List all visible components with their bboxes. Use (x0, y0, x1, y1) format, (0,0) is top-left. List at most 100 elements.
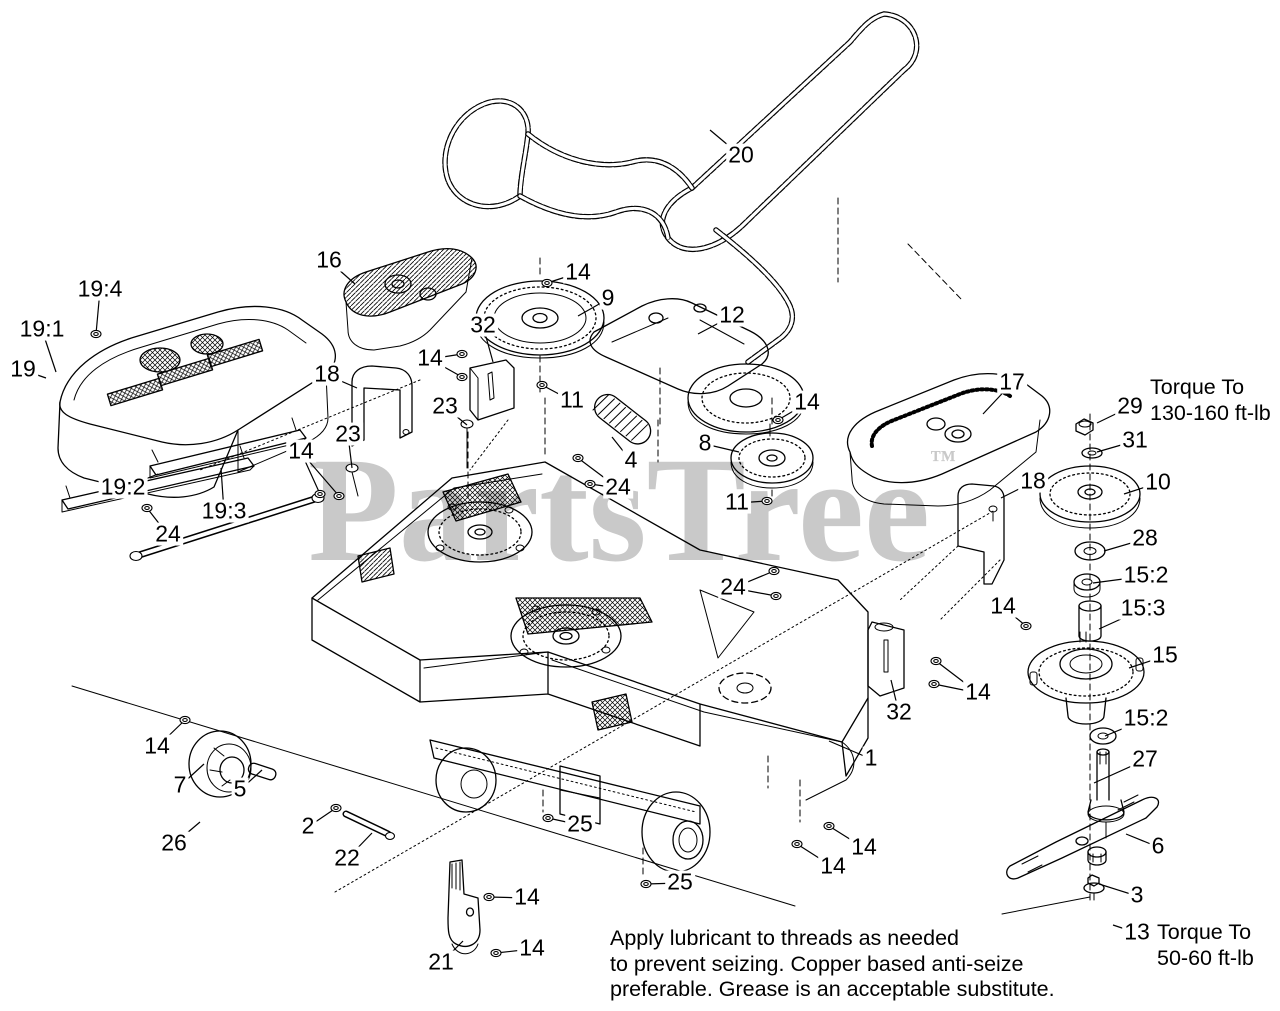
part-callout-24: 24 (153, 520, 183, 547)
part-callout-15: 15 (1150, 641, 1180, 668)
fastener-icon (317, 491, 323, 497)
part-callout-15-2: 15:2 (1121, 561, 1171, 588)
torque-note-low-line2: 50-60 ft-lb (1157, 945, 1254, 970)
nut-29 (1075, 418, 1094, 436)
bracket-21 (447, 859, 481, 955)
deck-gusset (699, 589, 755, 659)
part-callout-5: 5 (231, 775, 249, 802)
fastener-icon (93, 331, 99, 337)
part-callout-14: 14 (849, 833, 879, 860)
washer-15-2b (1089, 727, 1117, 745)
part-callout-13: 13 (1122, 918, 1152, 945)
spindle-housing-15 (1027, 631, 1145, 725)
lubricant-note-line3: preferable. Grease is an acceptable subs… (610, 977, 1055, 1001)
lubricant-note-line1: Apply lubricant to threads as needed (610, 926, 960, 950)
part-callout-24: 24 (718, 573, 748, 600)
part-callout-27: 27 (1130, 745, 1160, 772)
part-callout-7: 7 (171, 771, 189, 798)
spring-4 (592, 393, 652, 445)
cover-fan-vent (190, 333, 224, 355)
fastener-icon (545, 815, 551, 821)
fastener-icon (773, 593, 779, 599)
fastener-icon (144, 505, 150, 511)
fastener-icon (539, 382, 545, 388)
part-callout-23: 23 (333, 420, 363, 447)
lubricant-note-leader (1001, 896, 1091, 915)
fastener-icon (771, 568, 777, 574)
deck-mount-block (559, 765, 601, 825)
part-callout-14: 14 (963, 678, 993, 705)
spindle-opening-left (427, 501, 533, 563)
spindle-opening-right (718, 672, 772, 704)
deck-cover-19 (57, 305, 336, 513)
spindle-cover-17 (846, 372, 1051, 507)
cover-fan-vent (139, 347, 181, 373)
torque-note-high-line2: 130-160 ft-lb (1150, 400, 1271, 425)
part-callout-26: 26 (159, 829, 189, 856)
part-callout-32: 32 (468, 311, 498, 338)
blade-6 (1006, 794, 1160, 880)
part-callout-28: 28 (1130, 524, 1160, 551)
fastener-icon (459, 374, 465, 380)
part-callout-14: 14 (988, 592, 1018, 619)
part-callout-12: 12 (717, 301, 747, 328)
rod-22 (342, 810, 396, 841)
part-callout-16: 16 (314, 246, 344, 273)
watermark: PartsTree ™ (308, 427, 956, 593)
part-callout-23: 23 (430, 392, 460, 419)
torque-note-low-line1: Torque To (1157, 920, 1252, 944)
deck-roller-left (435, 747, 497, 813)
part-callout-19-4: 19:4 (75, 275, 125, 302)
deck-decal (591, 693, 633, 731)
fastener-icon (794, 841, 800, 847)
bracket-32-right (867, 621, 905, 697)
part-callout-18: 18 (1018, 467, 1048, 494)
deck-hatch-panel (442, 473, 522, 522)
torque-note-high: Torque To 130-160 ft-lb (1150, 375, 1271, 426)
part-callout-32: 32 (884, 698, 914, 725)
bracket-18-right (957, 483, 1005, 585)
torque-note-low: Torque To 50-60 ft-lb (1157, 920, 1254, 971)
spacer-5 (247, 762, 277, 781)
fastener-icon (775, 417, 781, 423)
part-callout-1: 1 (862, 744, 880, 771)
part-callout-4: 4 (622, 446, 640, 473)
part-callout-11: 11 (723, 488, 751, 515)
fastener-icon (1023, 623, 1029, 629)
part-callout-20: 20 (726, 141, 756, 168)
part-callout-15-3: 15:3 (1118, 594, 1168, 621)
part-callout-6: 6 (1149, 832, 1167, 859)
hardware (188, 359, 1005, 955)
part-callout-14: 14 (563, 258, 593, 285)
part-callout-19-3: 19:3 (199, 497, 249, 524)
part-callout-19-2: 19:2 (98, 473, 148, 500)
lubricant-note-line2: to prevent seizing. Copper based anti-se… (610, 951, 1024, 976)
cover-vent-slots (106, 338, 264, 407)
part-callout-31: 31 (1120, 426, 1150, 453)
watermark-text: PartsTree (308, 427, 930, 593)
spindle-assembly-exploded (1006, 413, 1160, 901)
part-callout-14: 14 (512, 883, 542, 910)
part-callout-2: 2 (299, 812, 317, 839)
part-callout-14: 14 (286, 437, 316, 464)
part-callout-18: 18 (312, 360, 342, 387)
bracket-32-left (469, 359, 515, 421)
deck-front-channel (429, 739, 701, 825)
part-callout-15-2: 15:2 (1121, 704, 1171, 731)
drive-belt-20 (442, 11, 963, 429)
fastener-icon (182, 717, 188, 723)
part-callout-10: 10 (1143, 468, 1173, 495)
fastener-icon (333, 805, 339, 811)
part-callout-25: 25 (565, 810, 595, 837)
lubricant-note: Apply lubricant to threads as needed to … (610, 926, 1055, 1003)
fastener-icon (931, 681, 937, 687)
part-callout-29: 29 (1115, 392, 1145, 419)
washer-31 (1081, 447, 1103, 459)
fastener-icon (459, 351, 465, 357)
part-callout-14: 14 (792, 388, 822, 415)
pulley-10 (1039, 465, 1141, 529)
fastener-icon (587, 481, 593, 487)
